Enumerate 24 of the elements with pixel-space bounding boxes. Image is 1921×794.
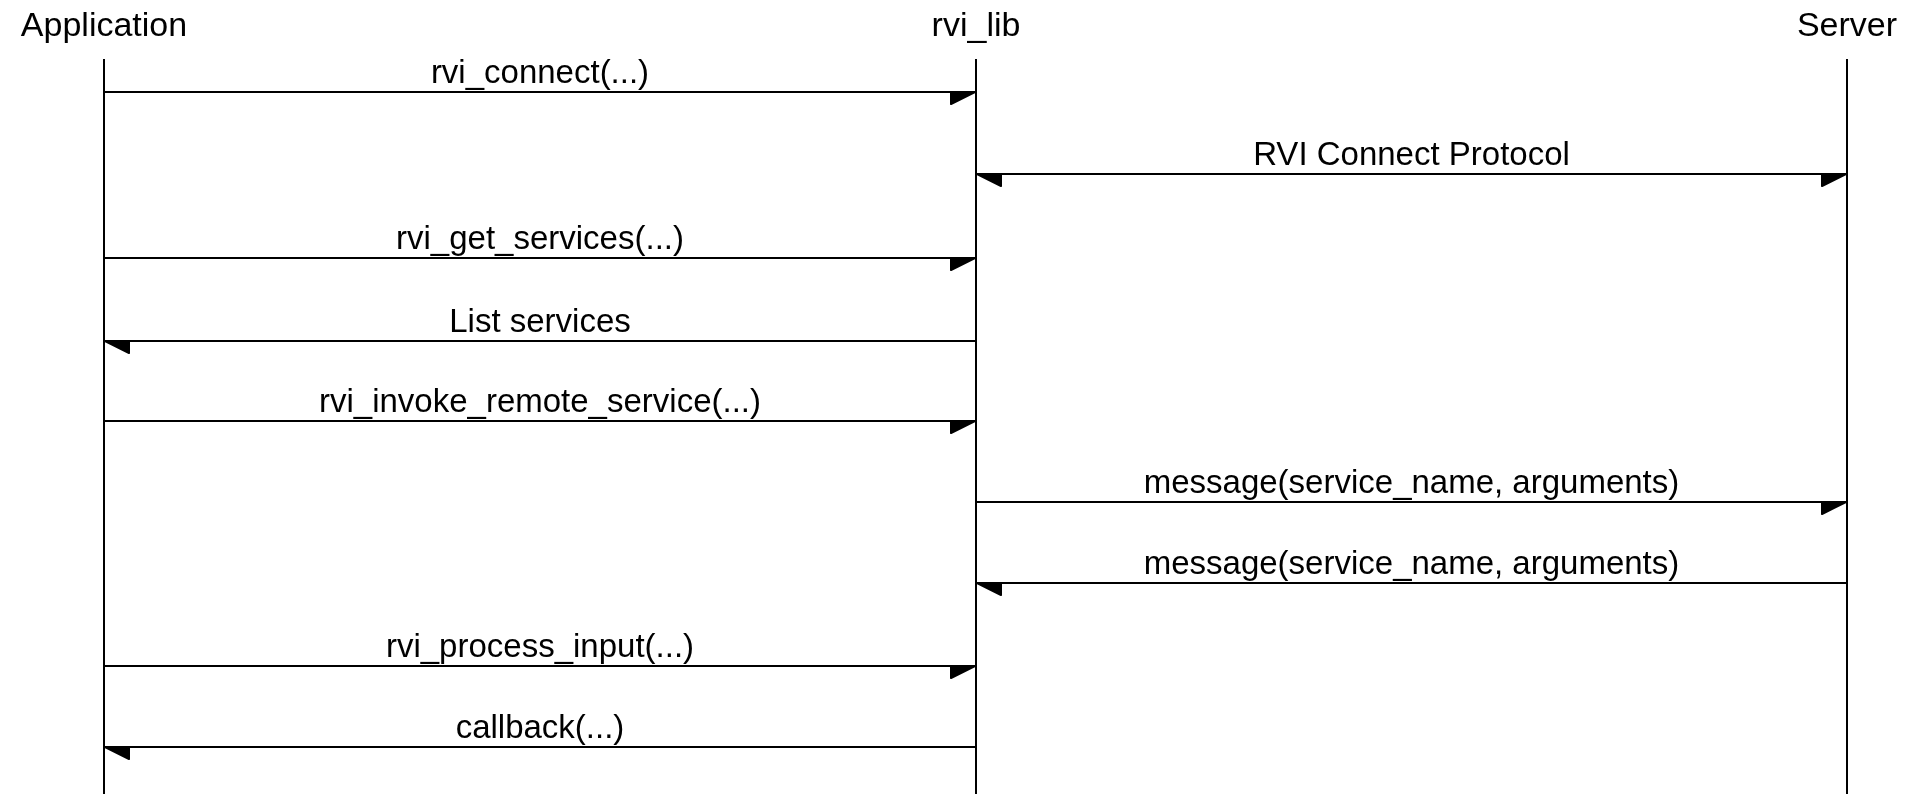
message-label: rvi_invoke_remote_service(...) bbox=[319, 383, 761, 419]
message-arrow bbox=[104, 340, 976, 354]
message-label: rvi_process_input(...) bbox=[385, 628, 695, 664]
message-arrow bbox=[104, 420, 976, 434]
lifeline-header: Server bbox=[1796, 4, 1898, 44]
message-arrow bbox=[976, 501, 1847, 515]
message-label: RVI Connect Protocol bbox=[1253, 136, 1570, 172]
message-arrow bbox=[104, 257, 976, 271]
message-arrow bbox=[976, 582, 1847, 596]
message-arrow bbox=[104, 665, 976, 679]
lifeline bbox=[1846, 59, 1848, 794]
message-label: callback(...) bbox=[455, 709, 625, 745]
message-label: message(service_name, arguments) bbox=[1143, 464, 1680, 500]
lifeline-header: rvi_lib bbox=[931, 4, 1021, 44]
lifeline-header: Application bbox=[20, 4, 188, 44]
message-label: message(service_name, arguments) bbox=[1143, 545, 1680, 581]
message-label: rvi_get_services(...) bbox=[396, 220, 684, 256]
message-arrow bbox=[976, 173, 1847, 187]
message-arrow bbox=[104, 91, 976, 105]
lifeline bbox=[103, 59, 105, 794]
lifeline bbox=[975, 59, 977, 794]
message-label: List services bbox=[449, 303, 631, 339]
message-label: rvi_connect(...) bbox=[430, 54, 650, 90]
message-arrow bbox=[104, 746, 976, 760]
